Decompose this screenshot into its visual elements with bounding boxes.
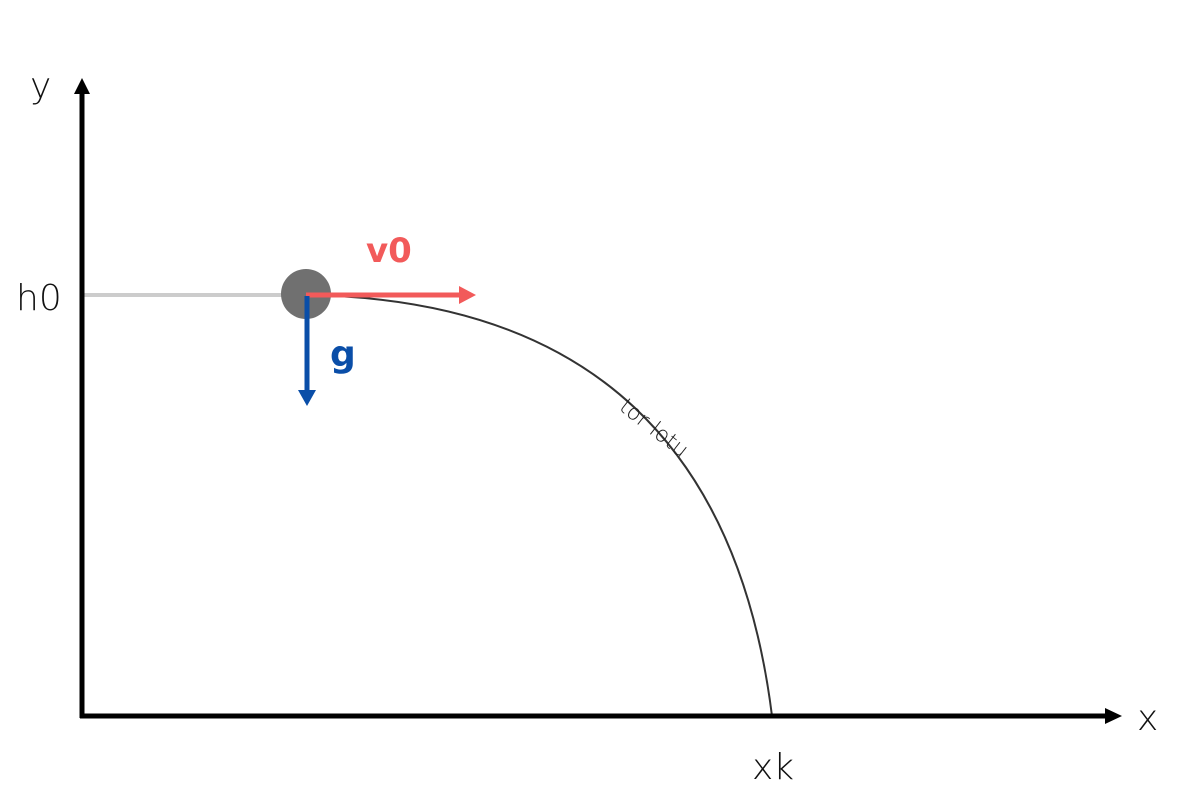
y-axis-arrowhead [74, 78, 90, 94]
trajectory-label: tor lotu [614, 394, 693, 463]
x-axis-arrowhead [1105, 708, 1122, 724]
trajectory-curve [304, 294, 773, 717]
gravity-arrowhead [298, 390, 316, 406]
h0-label: h0 [16, 278, 62, 319]
x-axis-label: x [1137, 698, 1158, 739]
xk-label: xk [752, 747, 794, 788]
y-axis-label: y [30, 66, 51, 107]
gravity-label: g [330, 334, 356, 375]
velocity-arrowhead [459, 286, 476, 304]
velocity-label: v0 [366, 231, 412, 271]
